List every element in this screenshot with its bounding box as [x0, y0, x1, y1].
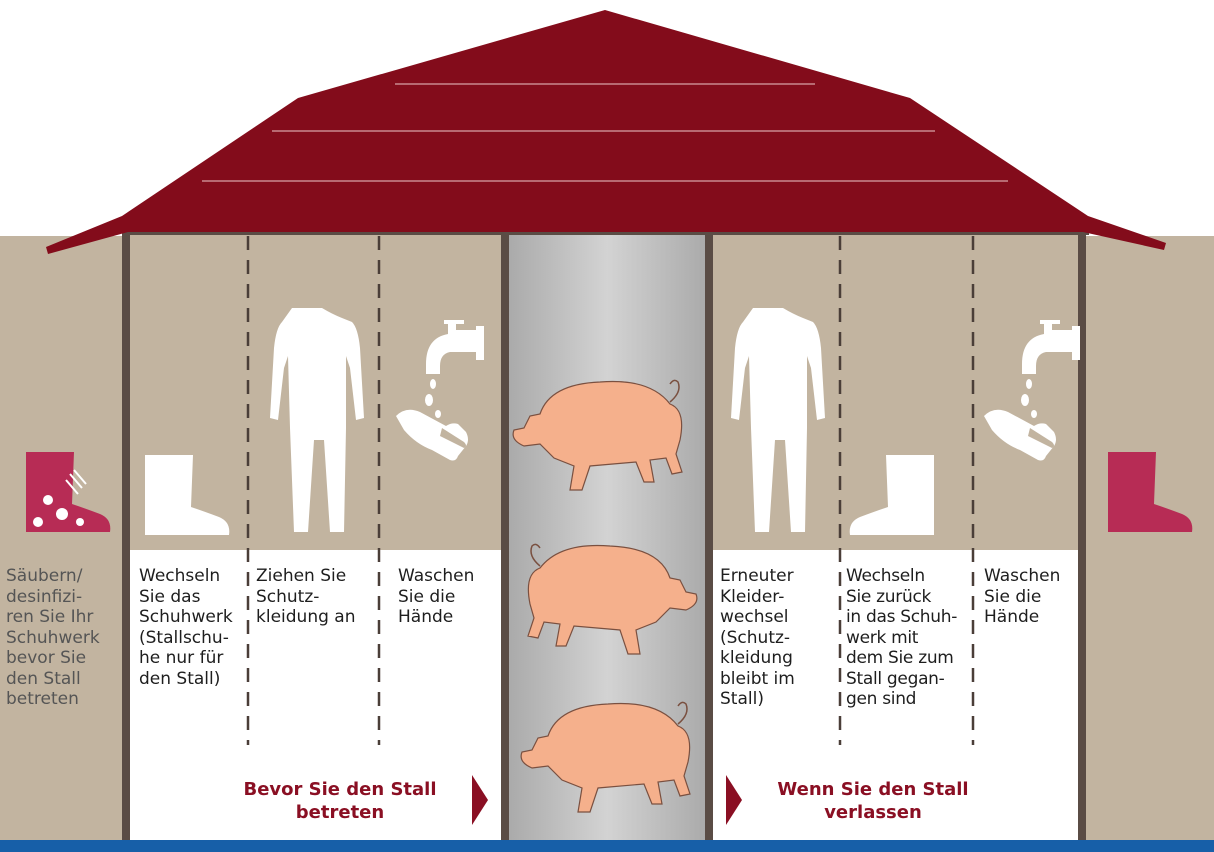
outside-left-instruction: Säubern/ desinfizi- ren Sie Ihr Schuhwer…	[6, 566, 126, 710]
caption-when-leaving: Wenn Sie den Stall verlassen	[748, 778, 998, 824]
step-5-text: Wechseln Sie zurück in das Schuh- werk m…	[846, 566, 972, 710]
step-6-text: Waschen Sie die Hände	[984, 566, 1076, 628]
step-2-text: Ziehen Sie Schutz- kleidung an	[256, 566, 378, 628]
step-3-text: Waschen Sie die Hände	[398, 566, 498, 628]
rubber-boot-icon-step1	[145, 455, 229, 535]
coverall-icon-step2	[270, 308, 364, 532]
step-1-text: Wechseln Sie das Schuhwerk (Stallschu- h…	[139, 566, 249, 689]
pig-icon-3	[521, 702, 690, 812]
caption-before-entering: Bevor Sie den Stall betreten	[210, 778, 470, 824]
dirty-boot-icon	[26, 452, 110, 532]
clean-boot-icon	[1108, 452, 1192, 532]
tap-and-hand-icon-step6	[984, 320, 1080, 461]
pig-icon-2	[528, 544, 697, 654]
pig-icon-1	[513, 380, 682, 490]
coverall-icon-step4	[731, 308, 825, 532]
rubber-boot-icon-step5	[850, 455, 934, 535]
step-4-text: Erneuter Kleider- wechsel (Schutz- kleid…	[720, 566, 838, 710]
tap-and-hand-icon-step3	[396, 320, 484, 461]
